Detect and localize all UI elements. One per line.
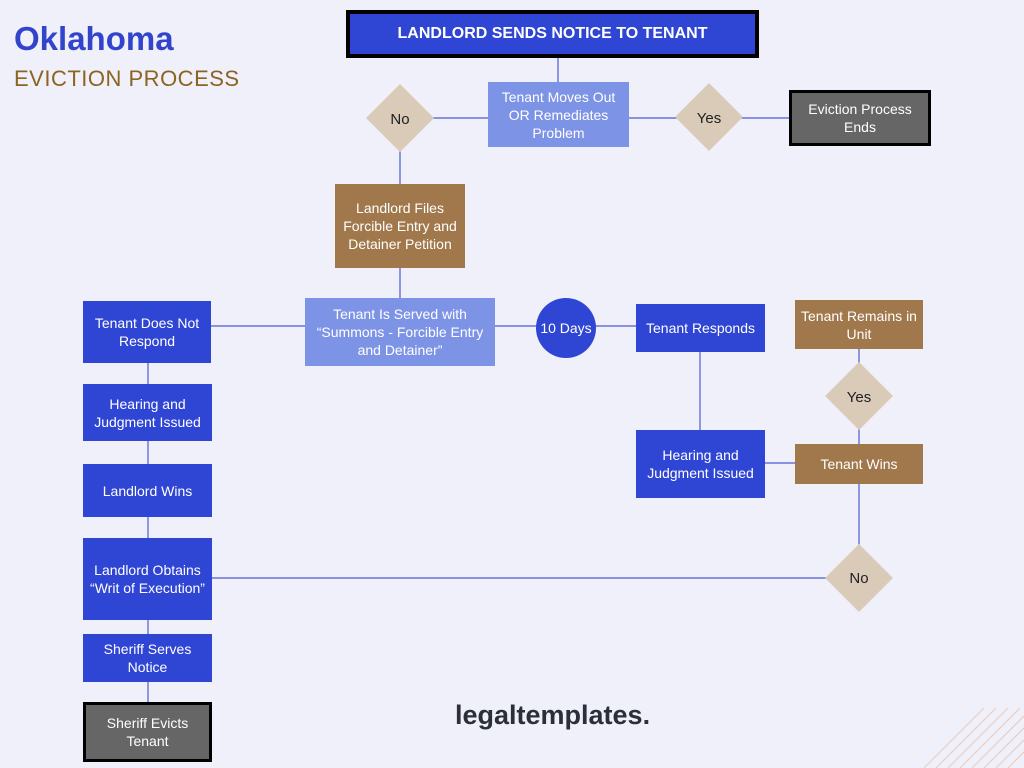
node-tenant-responds: Tenant Responds	[636, 304, 765, 352]
decorative-hatch-pattern	[924, 707, 1024, 768]
decision-label-no-top: No	[390, 110, 410, 128]
node-tenant-served-summons: Tenant Is Served with “Summons - Forcibl…	[305, 298, 495, 366]
page-subtitle: EVICTION PROCESS	[14, 66, 240, 91]
node-tenant-moves-out: Tenant Moves Out OR Remediates Problem	[488, 82, 629, 147]
decision-label-no-right: No	[849, 569, 869, 587]
node-eviction-process-ends: Eviction Process Ends	[789, 90, 931, 146]
page-title: Oklahoma	[14, 20, 174, 57]
node-tenant-does-not-respond: Tenant Does Not Respond	[83, 301, 211, 363]
node-landlord-wins: Landlord Wins	[83, 464, 212, 517]
node-sheriff-evicts-tenant: Sheriff Evicts Tenant	[83, 702, 212, 762]
brand-logo: legaltemplates.	[455, 700, 651, 730]
node-hearing-left: Hearing and Judgment Issued	[83, 384, 212, 441]
node-landlord-files-petition: Landlord Files Forcible Entry and Detain…	[335, 184, 465, 268]
node-hearing-right: Hearing and Judgment Issued	[636, 430, 765, 498]
node-landlord-sends-notice: LANDLORD SENDS NOTICE TO TENANT	[346, 10, 759, 58]
node-tenant-remains-in-unit: Tenant Remains in Unit	[795, 300, 923, 349]
node-ten-days: 10 Days	[536, 298, 596, 358]
decision-label-yes-right: Yes	[846, 388, 872, 406]
node-landlord-obtains-writ: Landlord Obtains “Writ of Execution”	[83, 538, 212, 620]
node-tenant-wins: Tenant Wins	[795, 444, 923, 484]
node-sheriff-serves-notice: Sheriff Serves Notice	[83, 634, 212, 682]
decision-label-yes-top: Yes	[696, 109, 722, 127]
